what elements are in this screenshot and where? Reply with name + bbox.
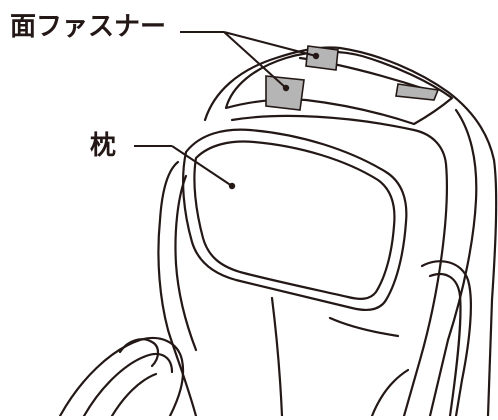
armrest-right-inner: [428, 272, 462, 418]
leader-lines: [134, 31, 317, 187]
leader-dot-patch-1: [312, 52, 320, 60]
backrest-seam: [270, 296, 284, 418]
side-rest-left-inner: [174, 174, 198, 352]
leg-rest-left: [58, 336, 185, 418]
headrest-cover: [224, 50, 454, 126]
pillow-label: 枕: [90, 131, 117, 161]
leader-pillow-to-pillow: [171, 145, 233, 187]
chair-backrest-outline: [203, 46, 498, 418]
backrest-inner: [230, 114, 448, 418]
fastener-patch-2: [265, 75, 305, 111]
leader-dot-patch-2: [282, 84, 290, 92]
leg-rest-left-cap: [118, 338, 160, 368]
backrest-side-right: [428, 108, 478, 418]
fastener-label: 面ファスナー: [10, 12, 167, 42]
leg-rest-left-inner: [82, 352, 174, 418]
fastener-patch-3: [395, 83, 440, 101]
leader-fastener-to-patch-1: [223, 31, 317, 57]
side-rest-left: [157, 160, 198, 418]
leader-fastener-to-patch-2: [223, 31, 287, 89]
fastener-patch-1: [305, 45, 339, 71]
fastener-patches: [265, 45, 440, 111]
pillow-inner-seam: [193, 140, 396, 300]
armrest-right-lower: [370, 368, 410, 418]
leg-rest-left-fold: [110, 372, 158, 418]
backrest-fold: [328, 316, 400, 338]
leader-dots: [228, 52, 320, 190]
pillow-outline: [182, 128, 408, 311]
leader-dot-pillow: [228, 182, 236, 190]
armrest-right: [420, 260, 472, 418]
